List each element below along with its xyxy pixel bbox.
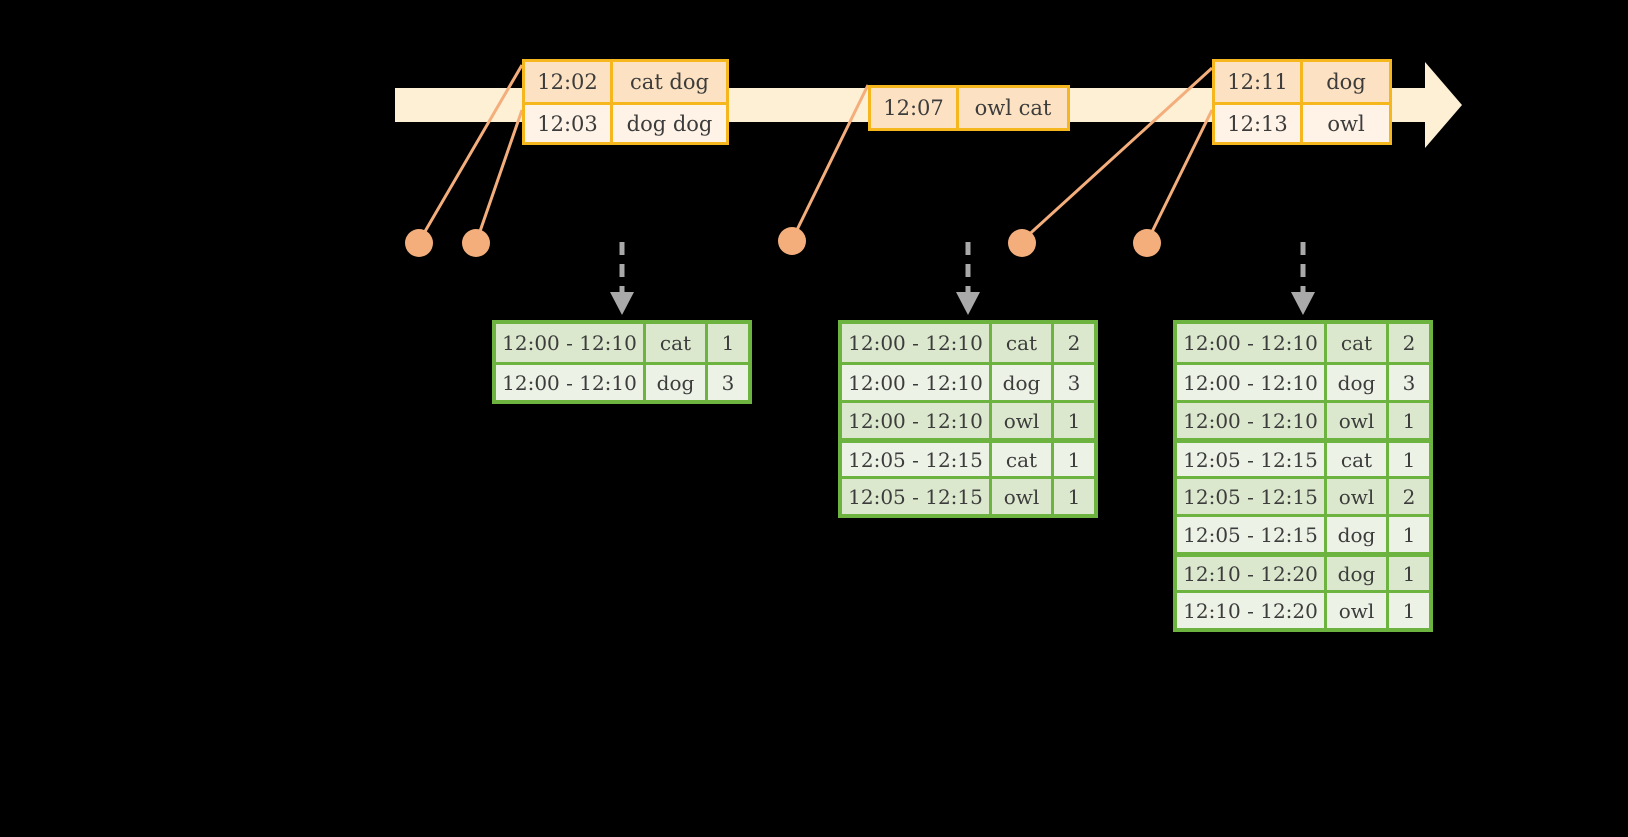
event-words: dog dog	[626, 111, 713, 136]
trigger-arrow-head-1	[610, 292, 634, 315]
event-time: 12:02	[525, 62, 613, 102]
count-cell: 1	[1402, 598, 1416, 623]
window-cell: 12:05 - 12:15	[842, 479, 992, 514]
trigger-arrow-heads	[610, 292, 1315, 315]
count-cell: 2	[1067, 331, 1081, 355]
event-words: cat dog	[630, 70, 709, 94]
count-cell: 1	[1067, 447, 1081, 472]
trigger-arrow-head-2	[956, 292, 980, 315]
event-row[interactable]: 12:11 dog	[1215, 62, 1389, 102]
connector-line-5	[1146, 109, 1214, 241]
word-cell: owl	[1327, 593, 1389, 628]
window-cell: 12:00 - 12:10	[842, 403, 992, 438]
word-cell: cat	[1327, 324, 1389, 362]
word-cell: dog	[992, 365, 1054, 400]
word-cell: cat	[992, 324, 1054, 362]
word-cell: owl	[1327, 403, 1389, 438]
word-cell: owl	[992, 479, 1054, 514]
count-cell: 3	[1402, 370, 1416, 395]
event-dots	[405, 227, 1161, 257]
event-row[interactable]: 12:03 dog dog	[525, 102, 726, 142]
trigger-arrows	[619, 242, 1306, 297]
word-cell: dog	[1327, 517, 1389, 552]
trigger-arrow-head-3	[1291, 292, 1315, 315]
word-cell: dog	[646, 365, 708, 400]
count-cell: 1	[1402, 522, 1416, 547]
window-cell: 12:05 - 12:15	[1177, 443, 1327, 476]
window-cell: 12:00 - 12:10	[1177, 324, 1327, 362]
connector-line-2	[475, 109, 524, 241]
word-cell: cat	[992, 443, 1054, 476]
event-dot-5	[1133, 229, 1161, 257]
word-cell: cat	[1327, 443, 1389, 476]
window-cell: 12:05 - 12:15	[842, 443, 992, 476]
event-dot-3	[778, 227, 806, 255]
event-row[interactable]: 12:02 cat dog	[525, 62, 726, 102]
count-cell: 3	[1067, 370, 1081, 395]
count-cell: 1	[1067, 408, 1081, 433]
count-cell: 1	[1402, 447, 1416, 472]
word-cell: dog	[1327, 365, 1389, 400]
event-dot-1	[405, 229, 433, 257]
event-row[interactable]: 12:07 owl cat	[871, 88, 1067, 128]
count-cell: 2	[1402, 484, 1416, 509]
event-words: dog	[1326, 70, 1366, 94]
count-cell: 1	[1402, 561, 1416, 586]
count-cell: 2	[1402, 331, 1416, 355]
event-dot-4	[1008, 229, 1036, 257]
event-words: owl cat	[974, 96, 1052, 120]
window-cell: 12:10 - 12:20	[1177, 557, 1327, 590]
window-cell: 12:00 - 12:10	[1177, 365, 1327, 400]
event-time: 12:03	[525, 105, 613, 142]
word-cell: owl	[992, 403, 1054, 438]
connector-line-3	[791, 84, 870, 239]
window-cell: 12:00 - 12:10	[842, 324, 992, 362]
word-cell: owl	[1327, 479, 1389, 514]
event-time: 12:07	[871, 88, 959, 128]
event-dot-2	[462, 229, 490, 257]
window-cell: 12:00 - 12:10	[842, 365, 992, 400]
event-time: 12:11	[1215, 62, 1303, 102]
count-cell: 3	[721, 370, 735, 395]
event-group-3[interactable]: 12:11 dog 12:13 owl	[1212, 59, 1392, 145]
word-cell: dog	[1327, 557, 1389, 590]
word-cell: cat	[646, 324, 708, 362]
event-group-1[interactable]: 12:02 cat dog 12:03 dog dog	[522, 59, 729, 145]
window-cell: 12:00 - 12:10	[496, 324, 646, 362]
count-cell: 1	[1402, 408, 1416, 433]
event-row[interactable]: 12:13 owl	[1215, 102, 1389, 142]
connector-line-1	[418, 64, 524, 241]
count-cell: 1	[1067, 484, 1081, 509]
event-group-2[interactable]: 12:07 owl cat	[868, 85, 1070, 131]
window-cell: 12:00 - 12:10	[1177, 403, 1327, 438]
event-words: owl	[1327, 111, 1365, 136]
count-cell: 1	[721, 331, 735, 355]
window-cell: 12:10 - 12:20	[1177, 593, 1327, 628]
window-cell: 12:05 - 12:15	[1177, 517, 1327, 552]
event-time: 12:13	[1215, 105, 1303, 142]
window-cell: 12:05 - 12:15	[1177, 479, 1327, 514]
window-cell: 12:00 - 12:10	[496, 365, 646, 400]
